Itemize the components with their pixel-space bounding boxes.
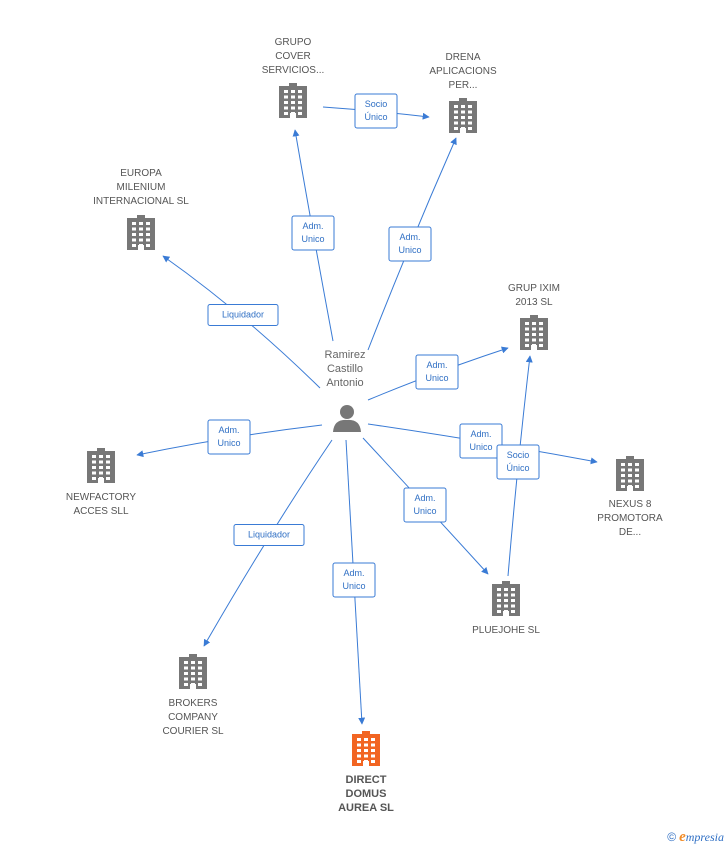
role-badge-text: Unico	[425, 373, 448, 383]
company-name: INTERNACIONAL SL	[93, 196, 189, 207]
role-badge-box	[403, 487, 447, 523]
person-icon	[333, 405, 361, 432]
company-name: PLUEJOHE SL	[472, 625, 540, 636]
company-name: GRUP IXIM	[508, 283, 560, 294]
company-node-grup_ixim[interactable]: GRUP IXIM 2013 SL	[508, 283, 560, 350]
copyright-symbol: ©	[667, 830, 677, 844]
company-node-drena[interactable]: DRENA APLICACIONS PER...	[429, 52, 497, 133]
role-badge-box	[332, 562, 376, 598]
role-badge-text: Unico	[469, 442, 492, 452]
role-badge-text: Adm.	[343, 568, 364, 578]
role-badge-text: Unico	[301, 234, 324, 244]
building-icon	[279, 83, 307, 118]
company-node-pluejohe[interactable]: PLUEJOHE SL	[472, 581, 540, 636]
company-name: EUROPA	[120, 168, 162, 179]
role-badge-text: Unico	[413, 506, 436, 516]
company-name: DOMUS	[346, 788, 387, 800]
brand-initial: e	[679, 829, 686, 845]
company-name: NEXUS 8	[609, 499, 652, 510]
role-badge-text: Adm.	[218, 425, 239, 435]
building-icon	[127, 215, 155, 250]
company-name: COURIER SL	[162, 726, 224, 737]
role-badge[interactable]: Adm. Unico	[291, 215, 335, 251]
building-icon	[520, 315, 548, 350]
role-badge-box	[388, 226, 432, 262]
role-badge[interactable]: Liquidador	[207, 304, 279, 326]
company-name: DRENA	[445, 52, 480, 63]
company-name: PROMOTORA	[597, 513, 663, 524]
company-node-nexus[interactable]: NEXUS 8 PROMOTORA DE...	[597, 456, 663, 538]
company-name: COMPANY	[168, 712, 218, 723]
role-badge-text: Adm.	[470, 429, 491, 439]
role-badge-box	[207, 419, 251, 455]
role-badge-box	[291, 215, 335, 251]
person-name: Castillo	[327, 363, 363, 375]
company-node-grupo_cover[interactable]: GRUPO COVER SERVICIOS...	[262, 37, 325, 118]
role-badge-box	[354, 93, 398, 129]
company-node-direct_domus[interactable]: DIRECT DOMUS AUREA SL	[338, 731, 394, 814]
company-name: SERVICIOS...	[262, 65, 325, 76]
company-name: COVER	[275, 51, 311, 62]
company-name: ACCES SLL	[73, 506, 128, 517]
company-name: APLICACIONS	[429, 66, 497, 77]
role-badge-text: Unico	[398, 245, 421, 255]
building-icon	[179, 654, 207, 689]
person-name: Ramirez	[325, 349, 366, 361]
building-icon	[352, 731, 380, 766]
role-badge-text: Socio	[507, 450, 530, 460]
role-badge[interactable]: Adm. Unico	[388, 226, 432, 262]
role-badge[interactable]: Adm. Unico	[415, 354, 459, 390]
role-badge-text: Liquidador	[222, 310, 264, 320]
role-badge-box	[415, 354, 459, 390]
role-badge-text: Unico	[342, 581, 365, 591]
role-badge[interactable]: Adm. Unico	[403, 487, 447, 523]
role-badge-text: Unico	[217, 438, 240, 448]
role-badge-text: Adm.	[399, 232, 420, 242]
company-node-europa[interactable]: EUROPA MILENIUM INTERNACIONAL SL	[93, 168, 189, 250]
role-badge-box	[207, 304, 279, 326]
brand-watermark: ©empresia	[667, 829, 724, 846]
role-badge-text: Adm.	[302, 221, 323, 231]
company-name: 2013 SL	[515, 297, 553, 308]
company-name: PER...	[449, 80, 478, 91]
role-badge[interactable]: Adm. Unico	[459, 423, 503, 459]
person-name: Antonio	[326, 377, 363, 389]
company-node-brokers[interactable]: BROKERS COMPANY COURIER SL	[162, 654, 224, 737]
company-name: AUREA SL	[338, 802, 394, 814]
building-icon	[492, 581, 520, 616]
role-badge-text: Socio	[365, 99, 388, 109]
company-name: DE...	[619, 527, 641, 538]
role-badge-text: Adm.	[414, 493, 435, 503]
role-badge-text: Único	[364, 112, 387, 122]
company-name: GRUPO	[275, 37, 312, 48]
building-icon	[87, 448, 115, 483]
brand-name: mpresia	[685, 830, 724, 844]
role-badge[interactable]: Adm. Unico	[207, 419, 251, 455]
company-name: DIRECT	[346, 774, 387, 786]
role-badge-text: Único	[506, 463, 529, 473]
building-icon	[449, 98, 477, 133]
role-badge-box	[459, 423, 503, 459]
company-node-newfactory[interactable]: NEWFACTORY ACCES SLL	[66, 448, 137, 517]
company-name: MILENIUM	[117, 182, 166, 193]
role-badge-text: Adm.	[426, 360, 447, 370]
company-name: NEWFACTORY	[66, 492, 137, 503]
role-badge[interactable]: Adm. Unico	[332, 562, 376, 598]
company-name: BROKERS	[169, 698, 218, 709]
role-badge-box	[233, 524, 305, 546]
building-icon	[616, 456, 644, 491]
role-badge-text: Liquidador	[248, 530, 290, 540]
role-badge[interactable]: Liquidador	[233, 524, 305, 546]
role-badge-box	[496, 444, 540, 480]
